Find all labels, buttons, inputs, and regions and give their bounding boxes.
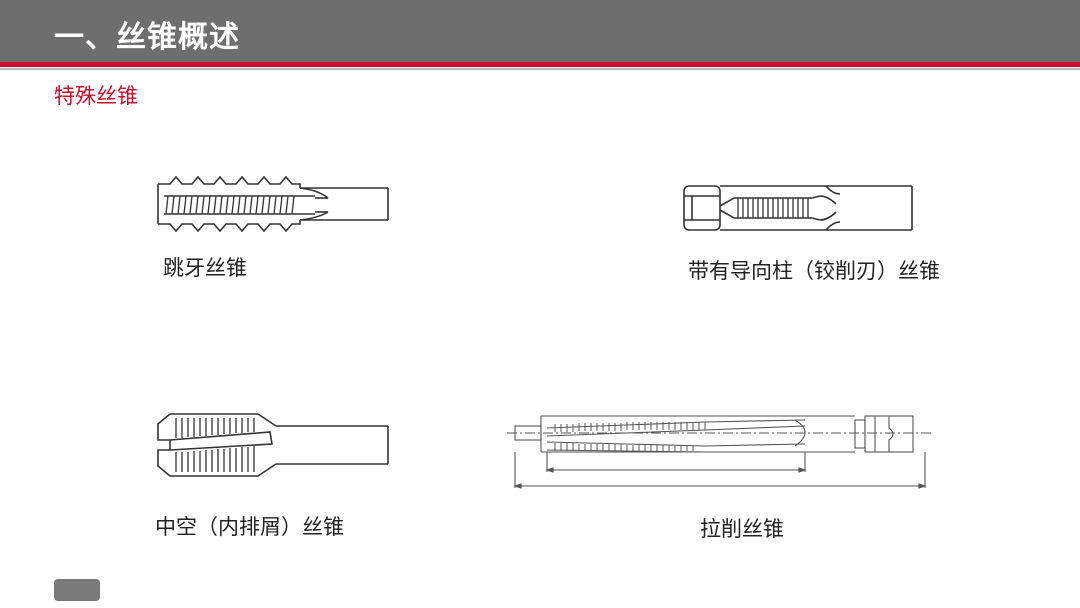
hollow-tap-caption: 中空（内排屑）丝锥 [155,515,344,539]
broach-tap-drawing [507,415,933,489]
title-underline-grey [0,68,1080,70]
pilot-tap-caption: 带有导向柱（铰削刃）丝锥 [688,259,940,283]
section-subtitle: 特殊丝锥 [54,84,138,108]
hollow-tap-drawing [157,413,389,477]
broach-tap-caption: 拉削丝锥 [700,517,784,541]
page-number-tab [54,579,100,601]
pilot-tap-drawing [683,185,913,231]
title-bar: 一、丝锥概述 [0,0,1080,62]
slide-title: 一、丝锥概述 [54,20,240,55]
title-underline-red [0,62,1080,67]
skip-tooth-tap-drawing [157,175,389,232]
skip-tooth-tap-caption: 跳牙丝锥 [163,256,247,280]
